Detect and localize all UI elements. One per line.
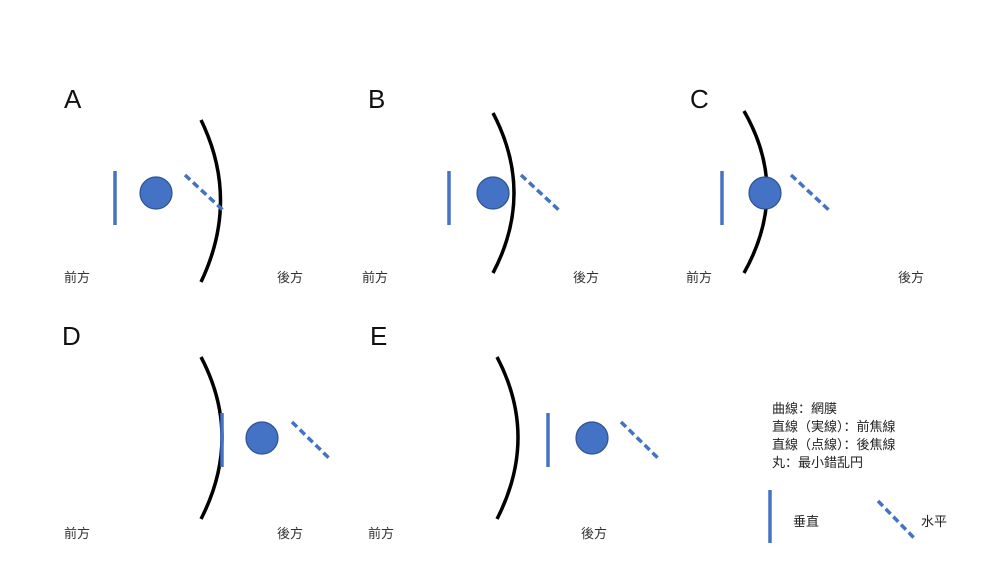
- retina-curve: [491, 112, 516, 274]
- circle-of-least-confusion: [476, 176, 510, 210]
- panel-d: D 前方 後方: [62, 321, 333, 542]
- posterior-focal-line: [519, 173, 563, 214]
- front-label: 前方: [64, 270, 90, 286]
- legend: 曲線：網膜 直線（実線）：前焦線 直線（点線）：後焦線 丸：最小錯乱円 垂直 水…: [768, 401, 947, 543]
- front-label: 前方: [368, 526, 394, 542]
- circle-of-least-confusion: [748, 176, 782, 210]
- panel-c: C 前方 後方: [686, 84, 924, 286]
- front-label: 前方: [64, 526, 90, 542]
- retina-curve: [199, 119, 223, 283]
- circle-of-least-confusion: [575, 421, 609, 455]
- panel-b: B 前方 後方: [362, 84, 599, 286]
- panel-label-d: D: [62, 321, 81, 351]
- front-label: 前方: [686, 270, 712, 286]
- panel-e: E 前方 後方: [368, 321, 662, 542]
- circle-of-least-confusion: [139, 176, 173, 210]
- posterior-focal-line: [290, 420, 333, 462]
- legend-line-circle: 丸：最小錯乱円: [772, 456, 863, 471]
- back-label: 後方: [277, 270, 303, 286]
- back-label: 後方: [573, 270, 599, 286]
- panel-a: A 前方 後方: [64, 84, 303, 286]
- back-label: 後方: [581, 526, 607, 542]
- posterior-focal-line: [183, 173, 227, 214]
- back-label: 後方: [277, 526, 303, 542]
- legend-line-posterior: 直線（点線）：後焦線: [772, 437, 896, 453]
- panel-label-a: A: [64, 84, 82, 114]
- legend-vertical-label: 垂直: [793, 515, 819, 530]
- panel-label-e: E: [370, 321, 387, 351]
- retina-curve: [495, 356, 520, 520]
- posterior-focal-line: [619, 420, 662, 462]
- legend-horizontal-label: 水平: [921, 515, 947, 530]
- front-label: 前方: [362, 270, 388, 286]
- retina-curve: [199, 356, 224, 520]
- legend-horizontal-swatch: [876, 499, 918, 542]
- legend-line-retina: 曲線：網膜: [772, 401, 837, 417]
- panel-label-b: B: [368, 84, 385, 114]
- legend-line-anterior: 直線（実線）：前焦線: [772, 419, 896, 435]
- back-label: 後方: [898, 270, 924, 286]
- posterior-focal-line: [789, 173, 833, 214]
- panel-label-c: C: [690, 84, 709, 114]
- circle-of-least-confusion: [245, 421, 279, 455]
